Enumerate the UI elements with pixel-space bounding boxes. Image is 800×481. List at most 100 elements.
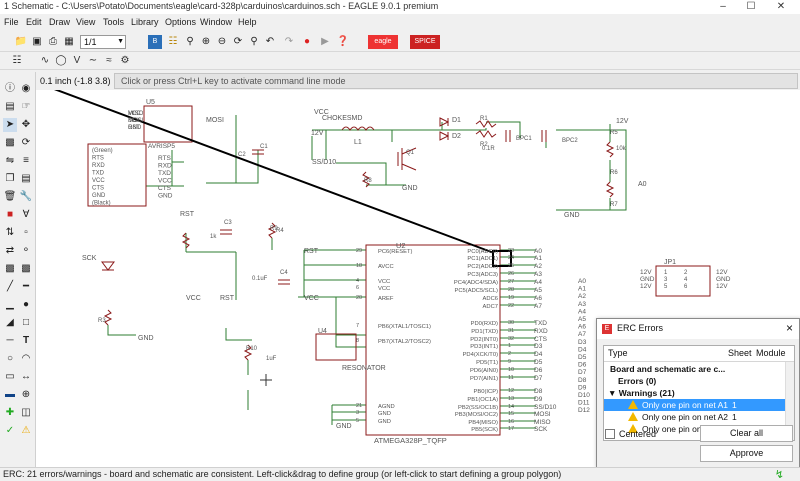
paste-icon[interactable]: ▤: [21, 173, 31, 184]
group-icon[interactable]: ▩: [5, 137, 15, 148]
eagle-logo-icon[interactable]: eagle: [368, 35, 398, 49]
connect-icon[interactable]: ∀: [22, 209, 30, 220]
resonator-body[interactable]: [315, 333, 357, 361]
rect-icon[interactable]: ▭: [5, 371, 15, 382]
label-icon[interactable]: ⊕: [21, 389, 31, 400]
undo-icon[interactable]: ↶: [265, 36, 275, 47]
value-icon[interactable]: ▩: [21, 263, 31, 274]
menu-window[interactable]: Window: [200, 17, 233, 27]
replace-icon[interactable]: ⇅: [5, 227, 15, 238]
wrench-icon[interactable]: 🔧: [19, 191, 33, 202]
curve-icon[interactable]: ∿: [40, 55, 50, 66]
zoom-fit-icon[interactable]: ⚲: [186, 36, 194, 47]
jp1-header-body[interactable]: [655, 265, 711, 297]
point-icon[interactable]: ◯: [55, 55, 67, 66]
grid-icon[interactable]: ☷: [168, 36, 178, 47]
menu-options[interactable]: Options: [165, 17, 197, 27]
clear-all-button[interactable]: Clear all: [700, 425, 793, 442]
mosfet-q1[interactable]: [397, 147, 417, 171]
erc-row-errors[interactable]: Errors (0): [604, 375, 786, 387]
attribute-icon[interactable]: ▬: [5, 389, 15, 400]
gate-icon[interactable]: ▫: [24, 227, 28, 238]
menu-tools[interactable]: Tools: [103, 17, 125, 27]
move-icon[interactable]: ✥: [21, 119, 31, 130]
arc-icon[interactable]: ◠: [21, 353, 31, 364]
command-line-input[interactable]: Click or press Ctrl+L key to activate co…: [114, 73, 798, 89]
text-icon[interactable]: T: [22, 335, 30, 346]
add-icon[interactable]: ✚: [5, 407, 15, 418]
mirror-icon[interactable]: ⇋: [5, 155, 15, 166]
column-module[interactable]: Module: [756, 348, 786, 358]
menu-help[interactable]: Help: [238, 17, 257, 27]
centered-checkbox[interactable]: [605, 429, 615, 439]
frame-icon[interactable]: □: [22, 317, 30, 328]
bus-icon[interactable]: ▁: [6, 299, 14, 310]
grid-toggle-icon[interactable]: ☷: [12, 55, 22, 66]
open-icon[interactable]: 📁: [14, 36, 28, 47]
stop-icon[interactable]: ●: [303, 36, 311, 47]
align-icon[interactable]: ≡: [23, 155, 29, 166]
line-icon[interactable]: ─: [6, 335, 14, 346]
wire-icon[interactable]: ╱: [6, 281, 14, 292]
rotate-icon[interactable]: ⟳: [21, 137, 31, 148]
junction-icon[interactable]: ●: [22, 299, 30, 310]
warning-icon[interactable]: ⚠: [21, 425, 31, 436]
erc-tree-scrollbar[interactable]: [785, 362, 794, 440]
avrisp-header-body[interactable]: [143, 105, 193, 143]
layer-icon[interactable]: ▤: [5, 101, 15, 112]
schematic-drawing[interactable]: U2ATMEGA328P_TQFPU5AVRISP5CHOKESMDL1JP1S…: [36, 90, 800, 467]
led-sck[interactable]: [101, 261, 115, 271]
print-icon[interactable]: ⎙: [49, 36, 57, 47]
zoom-area-icon[interactable]: ⚲: [250, 36, 258, 47]
menu-view[interactable]: View: [76, 17, 96, 27]
zoom-in-icon[interactable]: ⊕: [201, 36, 211, 47]
zoom-redraw-icon[interactable]: ⟳: [233, 36, 243, 47]
info-icon[interactable]: ⓘ: [5, 83, 15, 94]
polygon-icon[interactable]: ◢: [6, 317, 14, 328]
minimize-button[interactable]: –: [720, 1, 726, 12]
close-button[interactable]: ✕: [776, 1, 786, 12]
ftdi-header-body[interactable]: [87, 143, 147, 207]
expand-triangle-icon[interactable]: ▼: [608, 388, 619, 398]
dimension-icon[interactable]: ↔: [21, 371, 31, 382]
erc-icon[interactable]: ✓: [5, 425, 15, 436]
menu-edit[interactable]: Edit: [26, 17, 42, 27]
approve-button[interactable]: Approve: [700, 445, 793, 462]
column-sheet[interactable]: Sheet: [728, 348, 752, 358]
name-icon[interactable]: ▩: [5, 263, 15, 274]
copy-icon[interactable]: ❐: [5, 173, 15, 184]
maximize-button[interactable]: ☐: [746, 1, 756, 12]
spice-icon[interactable]: SPICE: [410, 35, 440, 49]
settings-gear-icon[interactable]: ⚙: [120, 55, 130, 66]
help-icon[interactable]: ❓: [336, 36, 350, 47]
menu-library[interactable]: Library: [131, 17, 159, 27]
u2-chip-body[interactable]: [365, 244, 501, 436]
erc-row-warnings[interactable]: ▼ Warnings (21): [604, 387, 786, 399]
pinswap-icon[interactable]: ⇄: [5, 245, 15, 256]
choke-inductor[interactable]: [341, 126, 375, 131]
eye-icon[interactable]: ◉: [21, 83, 31, 94]
erc-row-warning-a3[interactable]: Only one pin on net A3: [604, 423, 786, 435]
zoom-out-icon[interactable]: ⊖: [217, 36, 227, 47]
go-icon[interactable]: ▶: [321, 36, 329, 47]
select-arrow-icon[interactable]: ➤: [3, 118, 17, 132]
column-type[interactable]: Type: [608, 348, 628, 358]
menu-draw[interactable]: Draw: [49, 17, 71, 27]
v-icon[interactable]: V: [73, 55, 81, 66]
library-icon[interactable]: ◫: [21, 407, 31, 418]
close-icon[interactable]: ×: [785, 321, 793, 335]
erc-row-consistency[interactable]: Board and schematic are c...: [604, 363, 786, 375]
circle-icon[interactable]: ○: [6, 353, 14, 364]
erc-errors-dialog[interactable]: E ERC Errors × Type Sheet Module Board a…: [596, 318, 800, 468]
cam-icon[interactable]: ▦: [64, 36, 74, 47]
menu-file[interactable]: File: [4, 17, 19, 27]
split-icon[interactable]: ■: [6, 209, 14, 220]
board-icon[interactable]: B: [148, 35, 162, 49]
sheet-select[interactable]: 1/1 ▼: [80, 35, 126, 49]
save-icon[interactable]: ▣: [32, 36, 42, 47]
delete-icon[interactable]: 🗑: [3, 191, 17, 202]
net-icon[interactable]: ∼: [88, 55, 98, 66]
